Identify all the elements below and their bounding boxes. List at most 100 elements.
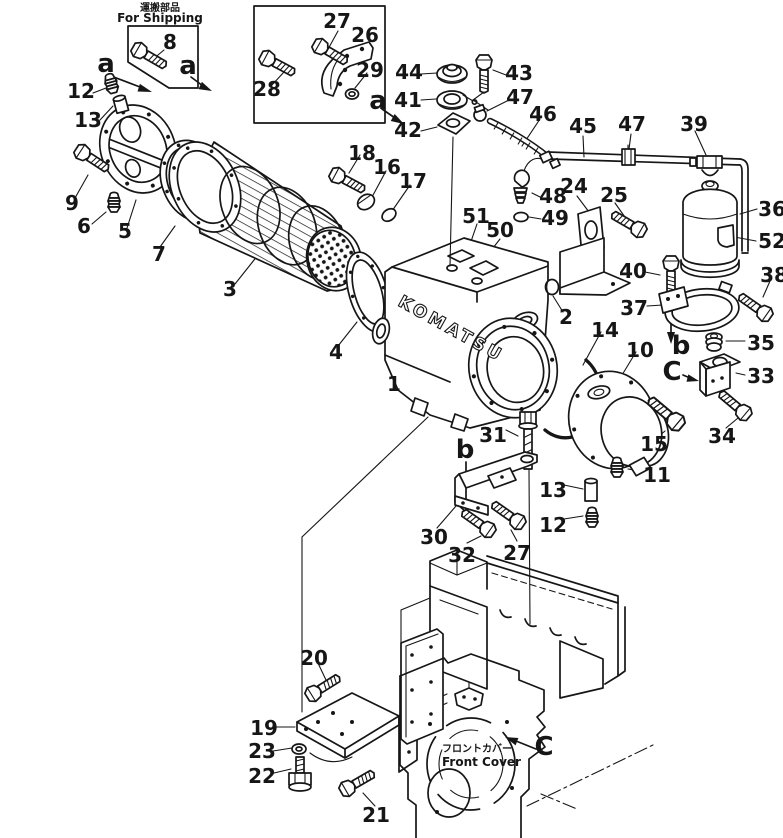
view-marker-b: b [672, 331, 691, 361]
part-callout-16: 16 [373, 155, 401, 179]
shipping-box-frame [127, 25, 199, 89]
part-callout-9: 9 [65, 191, 79, 215]
part-callout-49: 49 [541, 206, 569, 230]
canister-group [680, 155, 740, 279]
part-callout-28: 28 [253, 77, 281, 101]
part-callout-38: 38 [760, 263, 783, 287]
bolt-38 [733, 288, 776, 325]
part-callout-27: 27 [503, 541, 531, 565]
bolt-18 [326, 164, 370, 198]
part-callout-48: 48 [539, 184, 567, 208]
part-callout-25: 25 [600, 183, 628, 207]
view-marker-a: a [179, 51, 197, 81]
main-housing: KOMATSU [371, 237, 560, 432]
lower-spacers [584, 477, 599, 528]
breather-fittings [436, 54, 493, 267]
sensor-bulb [513, 169, 531, 188]
clamp-ear [658, 286, 689, 314]
part-callout-33: 33 [747, 364, 775, 388]
front-cover-jp: フロントカバー [442, 743, 512, 755]
part-callout-31: 31 [479, 423, 507, 447]
plug-12-lower [585, 506, 599, 528]
sleeve-13-lower [584, 477, 598, 502]
sensor-48-group [513, 150, 561, 223]
view-marker-b: b [456, 435, 475, 465]
plug-11 [610, 456, 624, 478]
part-callout-35: 35 [747, 331, 775, 355]
baffle-plate [219, 165, 281, 245]
bushing-35 [705, 332, 723, 352]
front-cover-caption: フロントカバー Front Cover [442, 743, 521, 769]
plug-6 [107, 191, 121, 213]
part-callout-20: 20 [300, 646, 328, 670]
tube-assembly [486, 117, 749, 254]
part-callout-45: 45 [569, 114, 597, 138]
bracket-30-group [454, 411, 538, 541]
shipping-parts-box: 運搬部品 For Shipping [117, 1, 251, 89]
cover-10-group [543, 358, 689, 478]
front-cover [399, 653, 656, 838]
part-callout-11: 11 [643, 463, 671, 487]
view-marker-C: C [534, 732, 553, 762]
side-plate [400, 628, 444, 745]
plug-2 [544, 278, 560, 296]
reference-lines [301, 416, 531, 713]
part-callout-52: 52 [758, 229, 783, 253]
part-callout-12: 12 [539, 513, 567, 537]
fitting-39 [689, 155, 723, 190]
fitting-41 [436, 90, 478, 110]
part-callout-47: 47 [618, 112, 646, 136]
part-callout-40: 40 [619, 259, 647, 283]
part-callout-12: 12 [67, 79, 95, 103]
part-callout-51: 51 [462, 204, 490, 228]
view-marker-C: C [662, 357, 681, 387]
gasket-42 [437, 112, 471, 135]
part-callout-43: 43 [505, 61, 533, 85]
part-callout-4: 4 [329, 340, 343, 364]
mount-foot [410, 397, 429, 417]
part-callout-42: 42 [394, 118, 422, 142]
caps-and-bolt [326, 164, 397, 223]
cap-16 [356, 193, 376, 211]
cap-44 [436, 63, 468, 84]
front-cover-en: Front Cover [442, 755, 521, 769]
part-callout-24: 24 [560, 174, 588, 198]
bolt-25 [607, 206, 650, 241]
part-callout-1: 1 [387, 372, 401, 396]
part-callout-19: 19 [250, 716, 278, 740]
part-callout-8: 8 [163, 30, 177, 54]
mount-foot [450, 413, 469, 432]
cap-17 [381, 207, 397, 223]
side-port [371, 317, 391, 345]
engine-block [399, 549, 656, 838]
shipping-note-jp: 運搬部品 [140, 1, 180, 14]
part-callout-47: 47 [506, 85, 534, 109]
washer-23 [291, 743, 307, 755]
clamp-47-lower [621, 144, 636, 166]
gasket-4 [345, 251, 391, 333]
part-callout-41: 41 [394, 88, 422, 112]
sleeve-13 [112, 94, 130, 115]
part-callout-36: 36 [758, 197, 783, 221]
part-callout-50: 50 [486, 218, 514, 242]
bracket-box-frame [253, 5, 386, 124]
baffle-plate [256, 186, 318, 266]
part-callout-10: 10 [626, 338, 654, 362]
part-callout-22: 22 [248, 764, 276, 788]
bolt-43 [475, 54, 493, 94]
clamp-37-group [658, 255, 776, 425]
part-callout-26: 26 [351, 23, 379, 47]
bolt-28 [256, 47, 300, 81]
oring-49 [513, 211, 529, 223]
interchange-arrow-icon [203, 52, 251, 76]
bolt-34 [714, 385, 756, 425]
part-callout-5: 5 [118, 219, 132, 243]
bolt-21 [336, 765, 379, 800]
part-callout-7: 7 [152, 242, 166, 266]
bracket-detail-box [253, 5, 386, 124]
clamp-47-upper [473, 103, 487, 122]
bracket-30 [454, 451, 538, 516]
canister-label-52 [717, 224, 735, 248]
